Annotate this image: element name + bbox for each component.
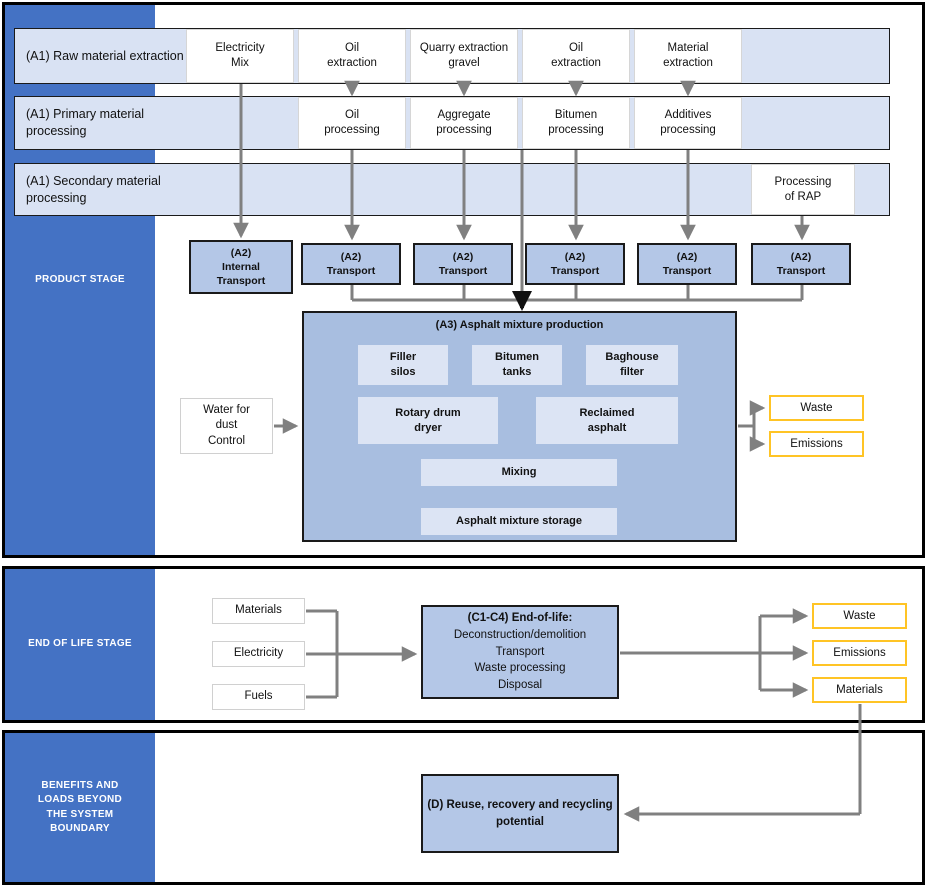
box-a2-transport-5-label: (A2) Transport [776, 250, 826, 277]
band-raw-material-extraction-label-wrap: (A1) Raw material extraction [16, 29, 186, 83]
box-water-for-dust-control-label: Water for dust Control [203, 403, 250, 447]
box-eol-output-materials-label: Materials [836, 684, 883, 696]
box-a2-transport-2: (A2) Transport [413, 243, 513, 285]
box-eol-c1c4-line-3: Disposal [497, 679, 543, 691]
box-electricity-mix-label: Electricity Mix [215, 42, 265, 69]
box-eol-c1c4-line-2: Waste processing [474, 662, 566, 675]
box-material-extraction-label: Material extraction [663, 42, 713, 69]
box-aggregate-processing: Aggregate processing [410, 97, 518, 149]
box-eol-output-materials: Materials [812, 677, 907, 703]
box-asphalt-mixture-storage: Asphalt mixture storage [421, 508, 617, 535]
box-product-output-emissions: Emissions [769, 431, 864, 457]
box-rotary-drum-dryer-label: Rotary drum dryer [395, 406, 461, 434]
box-bitumen-processing: Bitumen processing [522, 97, 630, 149]
stage-label-product: PRODUCT STAGE [5, 5, 155, 555]
box-quarry-extraction-gravel-label: Quarry extraction gravel [419, 42, 509, 69]
box-d-reuse-recovery-recycling: (D) Reuse, recovery and recycling potent… [421, 774, 619, 853]
stage-label-beyond-boundary-text: BENEFITS AND LOADS BEYOND THE SYSTEM BOU… [37, 779, 123, 835]
box-material-extraction: Material extraction [634, 29, 742, 83]
box-eol-input-materials-label: Materials [235, 604, 282, 617]
box-eol-c1c4-heading: (C1-C4) End-of-life: [467, 612, 573, 625]
band-primary-material-processing-label: (A1) Primary material processing [26, 107, 145, 138]
box-oil-processing: Oil processing [298, 97, 406, 149]
box-aggregate-processing-label: Aggregate processing [436, 109, 492, 136]
box-additives-processing: Additives processing [634, 97, 742, 149]
band-secondary-material-processing-label: (A1) Secondary material processing [26, 173, 161, 205]
box-eol-output-waste: Waste [812, 603, 907, 629]
box-eol-input-electricity-label: Electricity [233, 647, 284, 660]
box-mixing: Mixing [421, 459, 617, 486]
band-primary-material-processing-label-wrap: (A1) Primary material processing [16, 97, 196, 149]
box-quarry-extraction-gravel: Quarry extraction gravel [410, 29, 518, 83]
box-eol-c1c4: (C1-C4) End-of-life: Deconstruction/demo… [421, 605, 619, 699]
box-d-reuse-recovery-recycling-label: (D) Reuse, recovery and recycling potent… [427, 798, 613, 828]
stage-label-beyond-boundary: BENEFITS AND LOADS BEYOND THE SYSTEM BOU… [5, 733, 155, 882]
box-a3-title: (A3) Asphalt mixture production [435, 319, 604, 331]
box-a2-transport-2-label: (A2) Transport [438, 250, 488, 277]
box-additives-processing-label: Additives processing [660, 109, 716, 136]
box-product-output-waste-label: Waste [800, 402, 833, 414]
box-product-output-waste: Waste [769, 395, 864, 421]
box-a2-transport-5: (A2) Transport [751, 243, 851, 285]
band-secondary-material-processing [14, 163, 890, 216]
box-eol-c1c4-line-1: Transport [495, 645, 545, 658]
box-a2-transport-3: (A2) Transport [525, 243, 625, 285]
box-a2-transport-4-label: (A2) Transport [662, 250, 712, 277]
box-eol-output-waste-label: Waste [843, 610, 876, 622]
box-filler-silos-label: Filler silos [389, 351, 417, 378]
box-eol-input-fuels-label: Fuels [244, 690, 273, 703]
box-bitumen-tanks-label: Bitumen tanks [495, 351, 539, 378]
box-reclaimed-asphalt-label: Reclaimed asphalt [579, 406, 635, 434]
box-oil-processing-label: Oil processing [324, 109, 380, 136]
stage-label-end-of-life: END OF LIFE STAGE [5, 569, 155, 720]
stage-label-product-text: PRODUCT STAGE [35, 273, 125, 285]
box-oil-extraction-2: Oil extraction [522, 29, 630, 83]
box-mixing-label: Mixing [501, 466, 537, 479]
box-a2-transport-1: (A2) Transport [301, 243, 401, 285]
box-eol-input-electricity: Electricity [212, 641, 305, 667]
box-oil-extraction-1: Oil extraction [298, 29, 406, 83]
stage-label-end-of-life-text: END OF LIFE STAGE [28, 638, 132, 650]
box-processing-of-rap: Processing of RAP [751, 164, 855, 215]
box-water-for-dust-control: Water for dust Control [180, 398, 273, 454]
box-oil-extraction-2-label: Oil extraction [551, 42, 601, 69]
box-a2-transport-4: (A2) Transport [637, 243, 737, 285]
box-baghouse-filter-label: Baghouse filter [605, 351, 659, 378]
box-product-output-emissions-label: Emissions [790, 438, 843, 450]
band-raw-material-extraction-label: (A1) Raw material extraction [26, 48, 184, 63]
box-electricity-mix: Electricity Mix [186, 29, 294, 83]
box-filler-silos: Filler silos [358, 345, 448, 385]
box-a2-transport-3-label: (A2) Transport [550, 250, 600, 277]
box-bitumen-tanks: Bitumen tanks [472, 345, 562, 385]
box-reclaimed-asphalt: Reclaimed asphalt [536, 397, 678, 444]
box-processing-of-rap-label: Processing of RAP [774, 175, 832, 203]
box-baghouse-filter: Baghouse filter [586, 345, 678, 385]
box-eol-c1c4-line-0: Deconstruction/demolition [453, 628, 587, 641]
band-secondary-material-processing-label-wrap: (A1) Secondary material processing [16, 164, 211, 215]
box-a2-internal-transport-label: (A2) Internal Transport [216, 246, 266, 288]
box-eol-output-emissions-label: Emissions [833, 647, 886, 659]
box-rotary-drum-dryer: Rotary drum dryer [358, 397, 498, 444]
box-eol-input-materials: Materials [212, 598, 305, 624]
box-bitumen-processing-label: Bitumen processing [548, 109, 604, 136]
box-eol-input-fuels: Fuels [212, 684, 305, 710]
box-a2-transport-1-label: (A2) Transport [326, 250, 376, 277]
box-asphalt-mixture-storage-label: Asphalt mixture storage [456, 515, 582, 528]
box-eol-output-emissions: Emissions [812, 640, 907, 666]
box-oil-extraction-1-label: Oil extraction [327, 42, 377, 69]
box-a2-internal-transport: (A2) Internal Transport [189, 240, 293, 294]
